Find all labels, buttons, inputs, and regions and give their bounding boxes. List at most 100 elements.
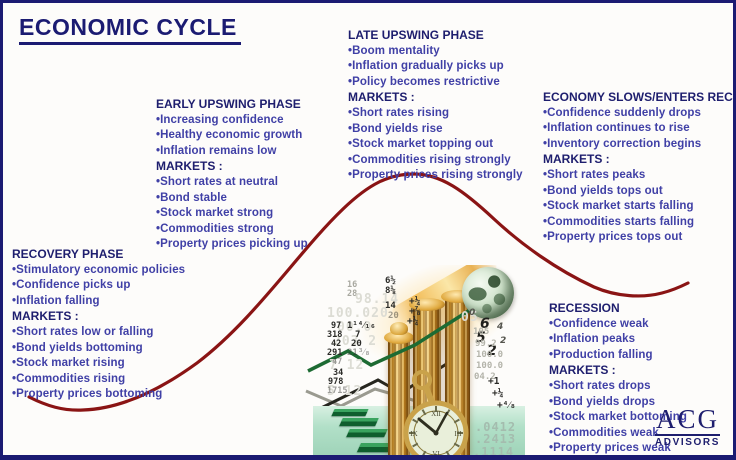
phase-bullet: •Commodities rising [12, 372, 126, 385]
phase-bullet: •Stimulatory economic policies [12, 263, 186, 276]
phase-bullet: •Bond yields bottoming [12, 341, 143, 354]
phase-bullet: •Property prices picking up [156, 238, 308, 251]
phase-block-economy-slows: ECONOMY SLOWS/ENTERS RECESSION •Confiden… [543, 90, 733, 246]
phase-bullet: •Bond yields rise [348, 122, 443, 135]
page-title: ECONOMIC CYCLE [19, 14, 241, 46]
phase-markets: •Short rates low or falling •Bond yields … [12, 325, 185, 403]
phase-bullet: •Inflation peaks [549, 333, 636, 346]
collage-number: 5 [476, 330, 486, 346]
phase-bullet: •Stock market rising [12, 357, 125, 370]
phase-bullet: •Inflation falling [12, 294, 100, 307]
phase-markets: •Short rates rising•Bond yields rise•Sto… [348, 106, 523, 184]
phase-heading: RECOVERY PHASE [12, 247, 124, 261]
phase-bullet: •Healthy economic growth [156, 129, 303, 142]
pillar-dome [390, 322, 408, 335]
collage-number: 97 [331, 321, 342, 331]
phase-bullet: •Short rates at neutral [156, 175, 278, 188]
markets-label: MARKETS : [543, 152, 610, 167]
collage-number: 100.0 [476, 350, 504, 360]
collage-number: 00.0 [337, 320, 373, 335]
collage-number: 1715 [327, 386, 348, 396]
collage-number: 6½ [385, 276, 396, 286]
collage-number: 34 [333, 368, 344, 378]
step-bar-icon [346, 429, 388, 437]
pillar-icon [384, 322, 414, 455]
collage-number: 7 [355, 330, 361, 340]
collage-number: +¼ [492, 388, 504, 399]
phase-bullet: •Property prices bottoming [12, 388, 163, 401]
collage-number: +⅞ [409, 306, 421, 317]
collage-number: +¼ [407, 316, 419, 327]
phase-bullet: •Property prices rising strongly [348, 169, 523, 182]
phase-bullet: •Confidence weak [549, 317, 649, 330]
phase-bullet: •Stock market bottoming [549, 411, 687, 424]
phase-bullet: •Confidence picks up [12, 279, 131, 292]
collage-number: 0 [469, 308, 476, 318]
phase-bullet: •Property prices weak [549, 442, 671, 455]
phase-bullet: •Commodities starts falling [543, 215, 695, 228]
collage-number: 6 [480, 316, 490, 332]
collage-number: 318 [327, 330, 343, 340]
step-bar-icon [331, 409, 369, 416]
phase-bullet: •Property prices tops out [543, 231, 683, 244]
phase-block-early-upswing: EARLY UPSWING PHASE •Increasing confiden… [156, 97, 308, 253]
collage-number: 99.2 [475, 339, 497, 349]
collage-number: 2 [500, 336, 507, 346]
globe-icon [462, 267, 514, 319]
collage-number: 203 2 [333, 334, 378, 349]
collage-number: +1 [488, 376, 500, 387]
collage-number: 47 [332, 357, 343, 367]
logo-subtitle: ADVISORS [654, 437, 720, 448]
phase-block-recovery: RECOVERY PHASE •Stimulatory economic pol… [12, 247, 185, 403]
phase-bullet: •Policy becomes restrictive [348, 75, 500, 88]
collage-number: 16 [347, 280, 358, 290]
phase-bullet: •Bond yields drops [549, 395, 656, 408]
phase-block-recession: RECESSION •Confidence weak •Inflation pea… [549, 301, 687, 455]
collage-number: 1¹⁴⁄₁₆ [347, 321, 376, 331]
phase-bullet: •Stock market topping out [348, 138, 494, 151]
phase-markets: •Short rates drops •Bond yields drops •Sto… [549, 379, 687, 455]
collage-number: 2 [487, 343, 497, 359]
collage-number: 04.2 [474, 372, 496, 382]
collage-number: 978 [328, 377, 344, 387]
phase-bullet: •Short rates drops [549, 379, 651, 392]
phase-bullet: •Bond yields tops out [543, 184, 663, 197]
phase-bullet: •Increasing confidence [156, 113, 284, 126]
collage-number: 100.020 [327, 306, 389, 321]
phase-bullet: •Short rates low or falling [12, 325, 154, 338]
markets-label: MARKETS : [549, 363, 616, 378]
phase-bullet: •Bond stable [156, 191, 228, 204]
collage-number: 21³⁄₈ [347, 348, 371, 358]
collage-number: 42 [331, 339, 342, 349]
markets-label: MARKETS : [12, 309, 79, 324]
phase-bullet: •Stock market strong [156, 207, 274, 220]
collage-number: .2413 [475, 432, 517, 446]
phase-bullet: •Confidence suddenly drops [543, 106, 702, 119]
phase-bullet: •Short rates peaks [543, 168, 646, 181]
phase-bullet: •Inflation remains low [156, 144, 277, 157]
collage-number: 5 12 [327, 384, 363, 399]
logo-wordmark: ACG [654, 404, 720, 436]
collage-number: 4 [497, 322, 504, 332]
phase-heading: LATE UPSWING PHASE [348, 28, 484, 42]
phase-points: •Stimulatory economic policies •Confidenc… [12, 263, 185, 310]
collage-number: 14 [385, 301, 396, 311]
collage-number: 28 [347, 289, 358, 299]
step-bar-icon [339, 418, 379, 426]
phase-bullet: •Commodities weak [549, 426, 659, 439]
phase-heading: ECONOMY SLOWS/ENTERS RECESSION [543, 90, 733, 104]
phase-heading: RECESSION [549, 301, 620, 315]
collage-number: 100.0 [476, 361, 504, 371]
phase-bullet: •Commodities strong [156, 222, 274, 235]
markets-label: MARKETS : [348, 90, 415, 105]
pillar-icon [409, 298, 445, 455]
phase-markets: •Short rates peaks •Bond yields tops out •… [543, 168, 733, 246]
phase-bullet: •Boom mentality [348, 44, 440, 57]
phase-heading: EARLY UPSWING PHASE [156, 97, 301, 111]
markets-label: MARKETS : [156, 159, 223, 174]
phase-block-late-upswing: LATE UPSWING PHASE •Boom mentality •Infla… [348, 28, 523, 184]
phase-points: •Increasing confidence •Healthy economic … [156, 113, 308, 160]
phase-bullet: •Inflation gradually picks up [348, 60, 504, 73]
